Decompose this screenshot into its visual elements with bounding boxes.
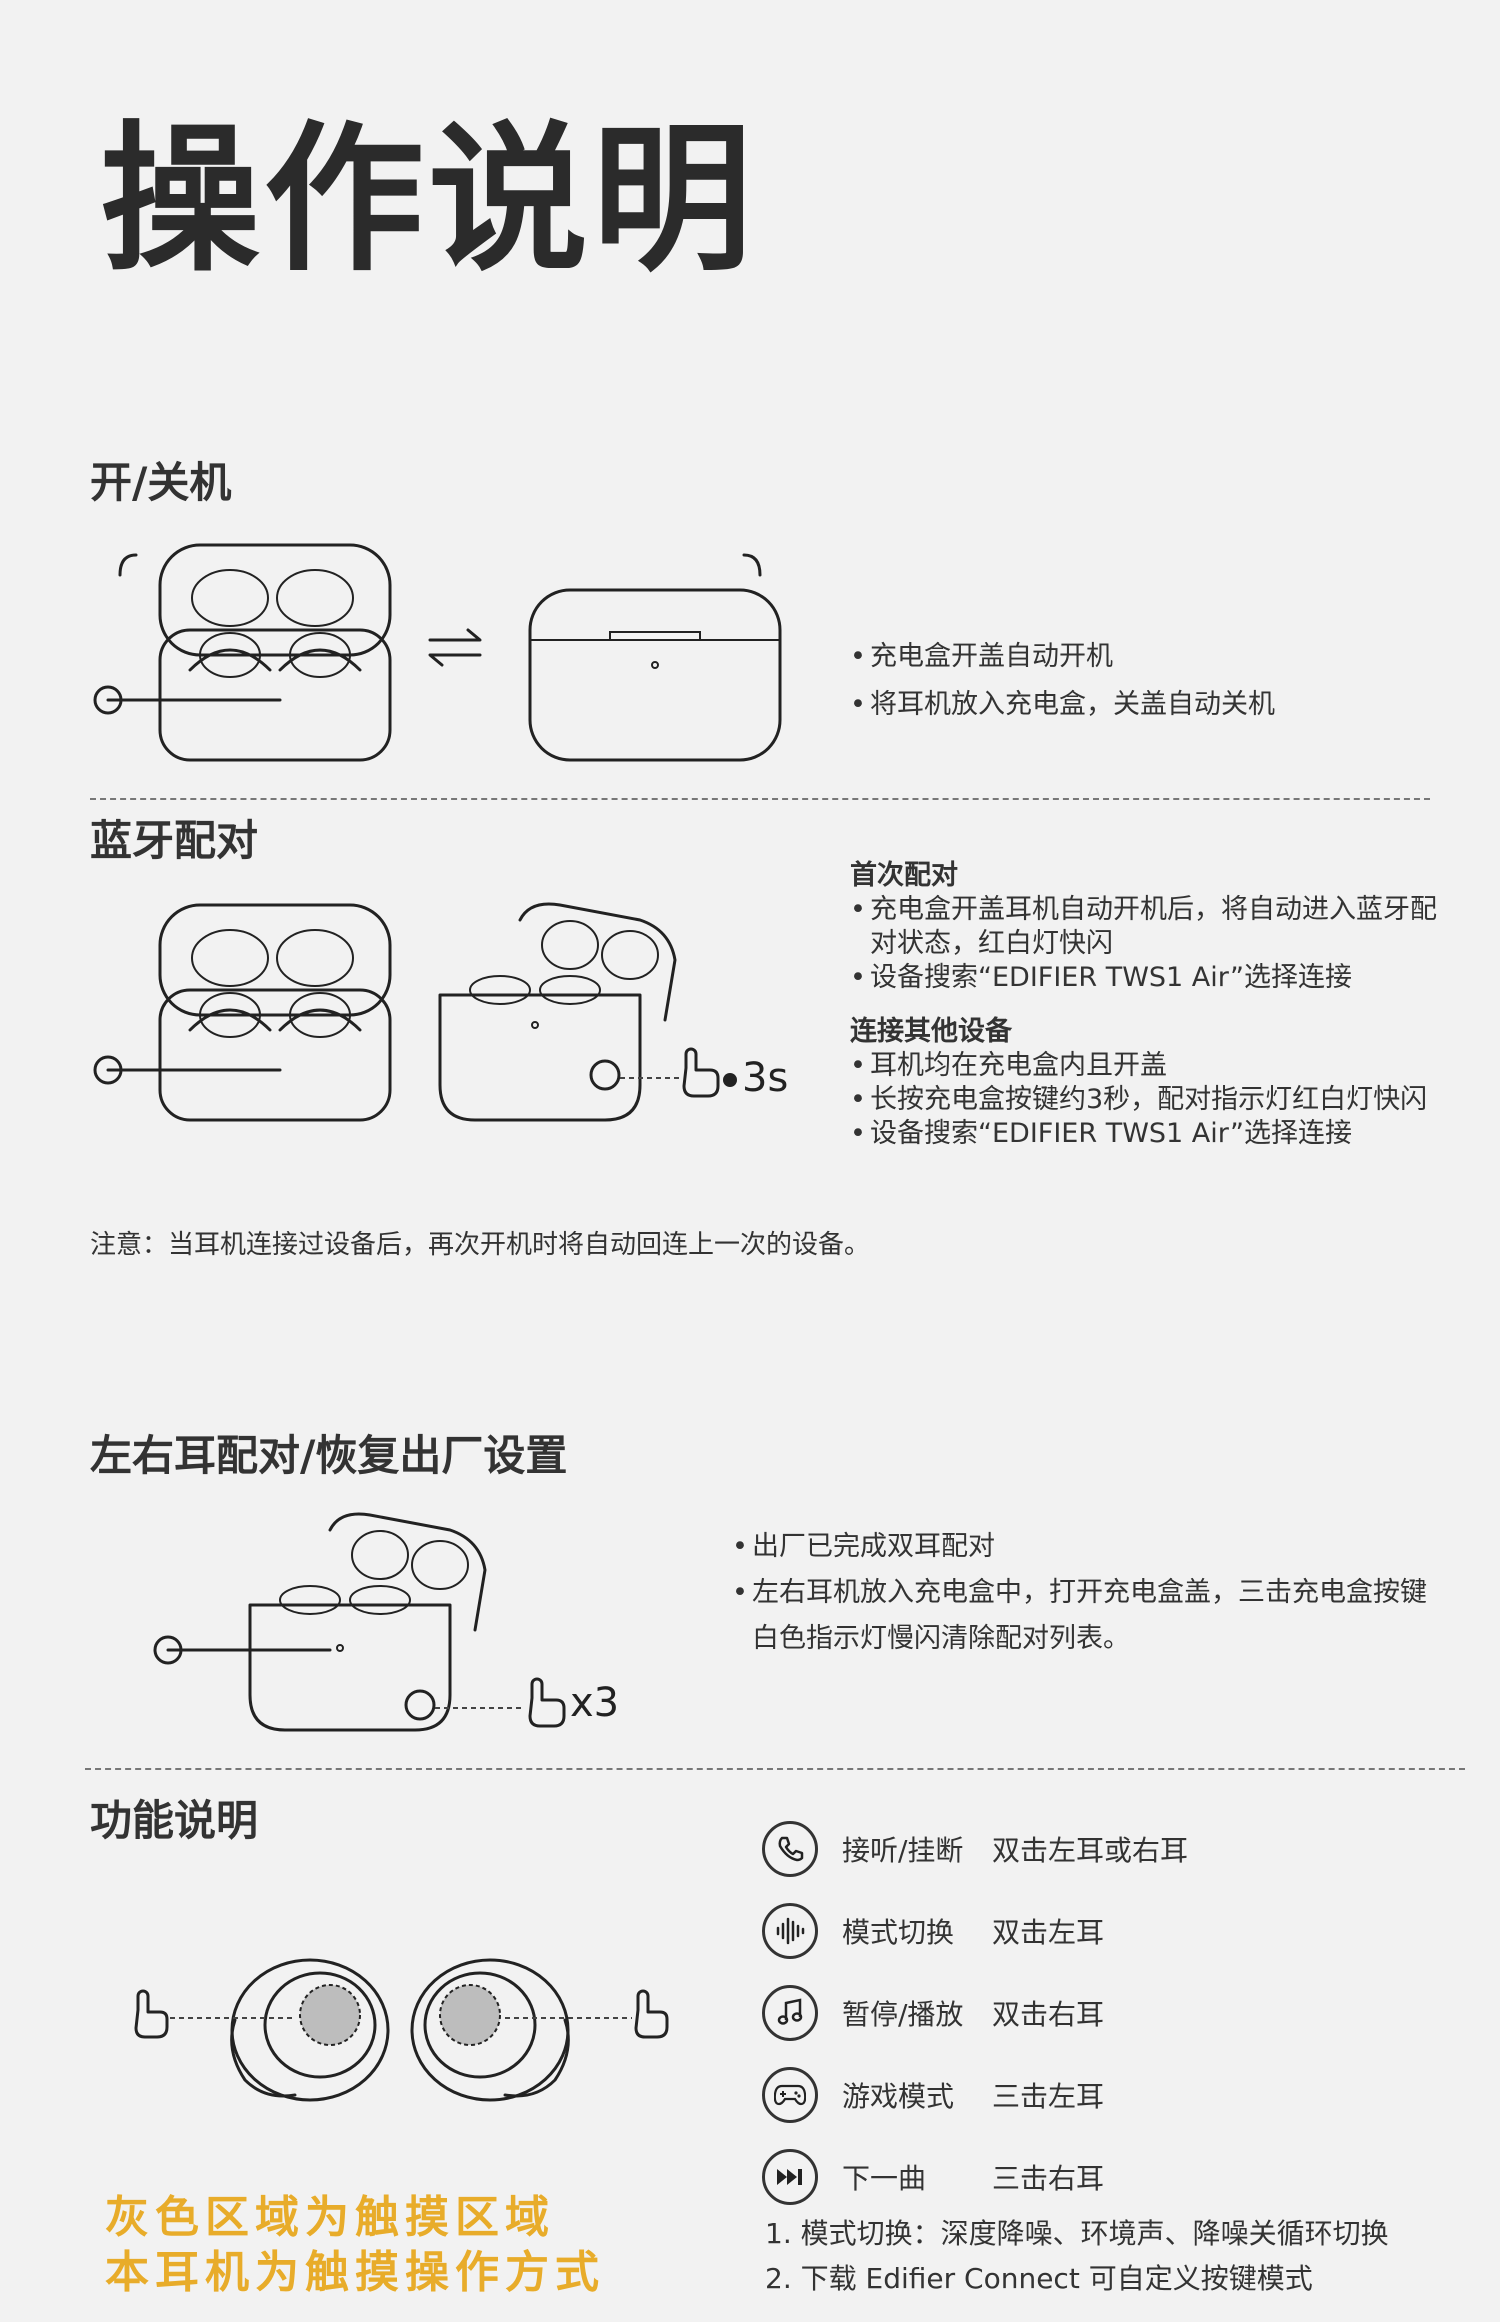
open-case-icon xyxy=(93,903,392,1122)
pairing-illustration xyxy=(93,902,737,1122)
open-case-icon xyxy=(93,543,392,762)
triple-tap-label: x3 xyxy=(570,1680,620,1726)
right-earbud-icon xyxy=(410,1958,570,2102)
function-row-play: 暂停/播放 双击右耳 xyxy=(762,1972,1188,2054)
function-action: 双击左耳 xyxy=(992,1916,1105,1949)
phone-icon xyxy=(762,1821,818,1877)
function-action: 三击右耳 xyxy=(992,2162,1105,2195)
left-earbud-icon xyxy=(230,1958,390,2102)
first-pairing-line-3: 设备搜索“EDIFIER TWS1 Air”选择连接 xyxy=(850,961,1470,995)
reconnect-note: 注意：当耳机连接过设备后，再次开机时将自动回连上一次的设备。 xyxy=(90,1230,871,1260)
closed-case-icon xyxy=(528,553,782,762)
swap-arrows-icon xyxy=(428,628,482,667)
reset-line-1: 出厂已完成双耳配对 xyxy=(732,1530,1472,1564)
next-track-icon xyxy=(762,2149,818,2205)
section-title-reset: 左右耳配对/恢复出厂设置 xyxy=(90,1431,568,1480)
hold-duration-label: 3s xyxy=(742,1055,789,1101)
function-action: 双击左耳或右耳 xyxy=(992,1834,1189,1867)
reset-illustration xyxy=(153,1512,566,1732)
function-row-mode: 模式切换 双击左耳 xyxy=(762,1890,1188,1972)
other-device-line-2: 长按充电盒按键约3秒，配对指示灯红白灯快闪 xyxy=(850,1083,1470,1117)
function-name: 模式切换 xyxy=(842,1916,955,1949)
power-bullet-1: 充电盒开盖自动开机 xyxy=(850,640,1275,674)
power-illustration xyxy=(93,543,782,762)
function-row-answer: 接听/挂断 双击左耳或右耳 xyxy=(762,1808,1188,1890)
hand-tap-icon xyxy=(682,1047,737,1098)
function-name: 接听/挂断 xyxy=(842,1834,964,1867)
reset-line-3: 白色指示灯慢闪清除配对列表。 xyxy=(752,1622,1130,1654)
section-divider xyxy=(85,1768,1465,1770)
footnote-1: 1. 模式切换：深度降噪、环境声、降噪关循环切换 xyxy=(765,2217,1389,2250)
first-pairing-line-1: 充电盒开盖耳机自动开机后，将自动进入蓝牙配 xyxy=(850,893,1470,927)
touch-area-note: 灰色区域为触摸区域 xyxy=(105,2192,555,2243)
sound-wave-icon xyxy=(762,1903,818,1959)
first-pairing-line-2: 对状态，红白灯快闪 xyxy=(870,927,1113,959)
gamepad-icon xyxy=(762,2067,818,2123)
footnote-2: 2. 下载 Edifier Connect 可自定义按键模式 xyxy=(765,2261,1313,2295)
function-name: 下一曲 xyxy=(842,2162,927,2195)
first-pairing-heading: 首次配对 xyxy=(850,860,958,891)
section-title-power: 开/关机 xyxy=(90,458,232,507)
section-title-functions: 功能说明 xyxy=(90,1796,259,1845)
function-name: 暂停/播放 xyxy=(842,1998,964,2031)
function-row-next: 下一曲 三击右耳 xyxy=(762,2136,1188,2218)
function-name: 游戏模式 xyxy=(842,2080,955,2113)
function-action: 双击右耳 xyxy=(992,1998,1105,2031)
other-device-heading: 连接其他设备 xyxy=(850,1016,1012,1048)
reset-line-2: 左右耳机放入充电盒中，打开充电盒盖，三击充电盒按键 xyxy=(732,1576,1472,1610)
earbuds-touch-illustration xyxy=(134,1958,669,2102)
side-case-icon xyxy=(438,902,680,1122)
hand-tap-icon xyxy=(528,1677,566,1728)
music-note-icon xyxy=(762,1985,818,2041)
other-device-line-1: 耳机均在充电盒内且开盖 xyxy=(850,1049,1470,1083)
side-case-icon xyxy=(153,1512,525,1732)
hand-tap-icon xyxy=(505,1989,669,2039)
touch-operation-note: 本耳机为触摸操作方式 xyxy=(105,2247,605,2298)
other-device-line-3: 设备搜索“EDIFIER TWS1 Air”选择连接 xyxy=(850,1117,1470,1151)
function-row-game: 游戏模式 三击左耳 xyxy=(762,2054,1188,2136)
page-title: 操作说明 xyxy=(100,106,757,293)
section-title-pairing: 蓝牙配对 xyxy=(90,816,259,865)
section-divider xyxy=(90,798,1430,800)
power-bullet-2: 将耳机放入充电盒，关盖自动关机 xyxy=(850,688,1275,722)
hand-tap-icon xyxy=(134,1989,295,2039)
function-action: 三击左耳 xyxy=(992,2080,1105,2113)
